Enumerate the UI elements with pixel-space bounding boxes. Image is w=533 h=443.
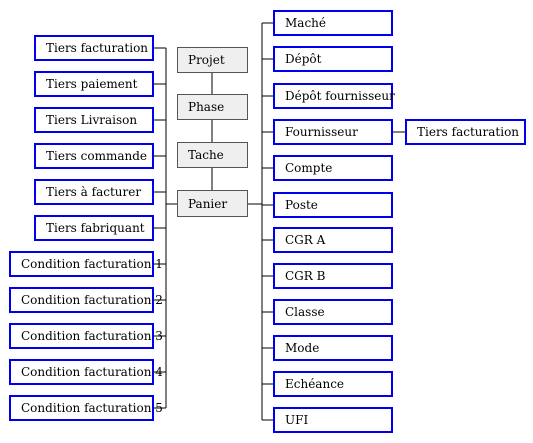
node-right-depot-fournisseur: Dépôt fournisseur (273, 83, 395, 109)
node-phase: Phase (177, 94, 248, 120)
node-right-fournisseur: Fournisseur (273, 119, 393, 145)
node-right-mache: Maché (273, 10, 393, 36)
node-left-condition-facturation-2: Condition facturation 2 (9, 287, 163, 313)
node-left-tiers-fabriquant: Tiers fabriquant (34, 215, 154, 241)
node-right-ufi: UFI (273, 407, 393, 433)
node-left-tiers-a-facturer: Tiers à facturer (34, 179, 154, 205)
node-right-depot: Dépôt (273, 46, 393, 72)
node-left-tiers-commande: Tiers commande (34, 143, 154, 169)
node-left-condition-facturation-3: Condition facturation 3 (9, 323, 163, 349)
node-right-cgr-b: CGR B (273, 263, 393, 289)
node-left-condition-facturation-1: Condition facturation 1 (9, 251, 163, 277)
node-tache: Tache (177, 142, 248, 168)
node-left-condition-facturation-4: Condition facturation 4 (9, 359, 163, 385)
node-right-cgr-a: CGR A (273, 227, 393, 253)
node-left-condition-facturation-5: Condition facturation 5 (9, 395, 163, 421)
node-right-compte: Compte (273, 155, 393, 181)
node-left-tiers-paiement: Tiers paiement (34, 71, 154, 97)
node-right-classe: Classe (273, 299, 393, 325)
node-right-echeance: Echéance (273, 371, 393, 397)
node-left-tiers-facturation: Tiers facturation (34, 35, 154, 61)
node-projet: Projet (177, 47, 248, 73)
node-left-tiers-livraison: Tiers Livraison (34, 107, 154, 133)
node-right-mode: Mode (273, 335, 393, 361)
node-fournisseur-tiers-facturation: Tiers facturation (405, 119, 526, 145)
node-right-poste: Poste (273, 192, 393, 218)
node-panier: Panier (177, 190, 248, 217)
